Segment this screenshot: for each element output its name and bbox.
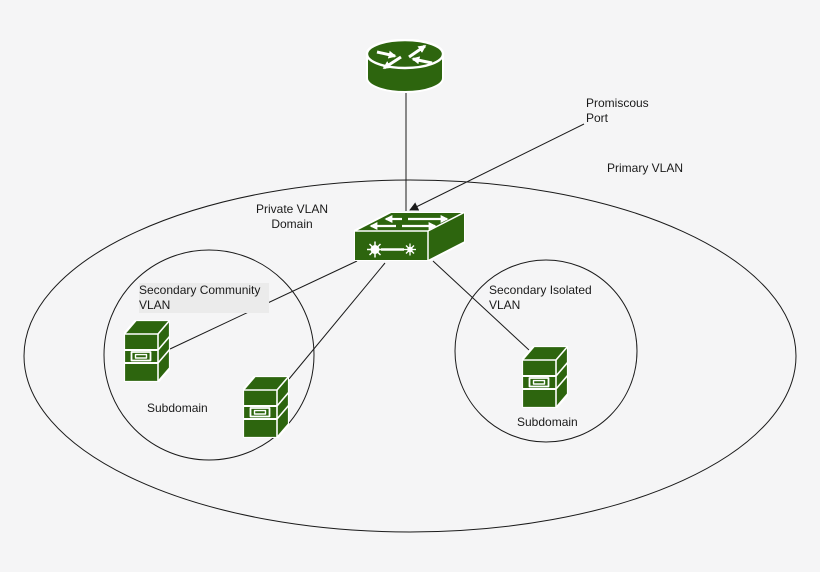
label-subdomain-right: Subdomain <box>517 415 578 429</box>
link-promiscuous-port-callout <box>409 123 585 211</box>
link-switch-server2 <box>288 262 386 380</box>
label-private-vlan-domain: Private VLAN Domain <box>255 202 332 231</box>
switch-icon <box>354 212 465 261</box>
label-secondary-community-vlan: Secondary Community VLAN <box>139 283 269 313</box>
secondary-isolated-circle <box>454 259 638 443</box>
secondary-community-circle <box>103 249 315 461</box>
label-subdomain-left: Subdomain <box>147 401 208 415</box>
label-promiscuous-port: Promiscous Port <box>586 96 653 125</box>
server-icon <box>124 320 170 382</box>
label-primary-vlan: Primary VLAN <box>607 161 684 175</box>
label-secondary-isolated-vlan: Secondary Isolated VLAN <box>489 283 596 312</box>
primary-vlan-ellipse <box>23 179 797 533</box>
switch-port-glyphs <box>367 241 416 258</box>
server-icon <box>522 346 568 408</box>
router-icon <box>365 39 445 93</box>
link-switch-server3 <box>432 260 530 351</box>
server-icon <box>243 376 289 438</box>
